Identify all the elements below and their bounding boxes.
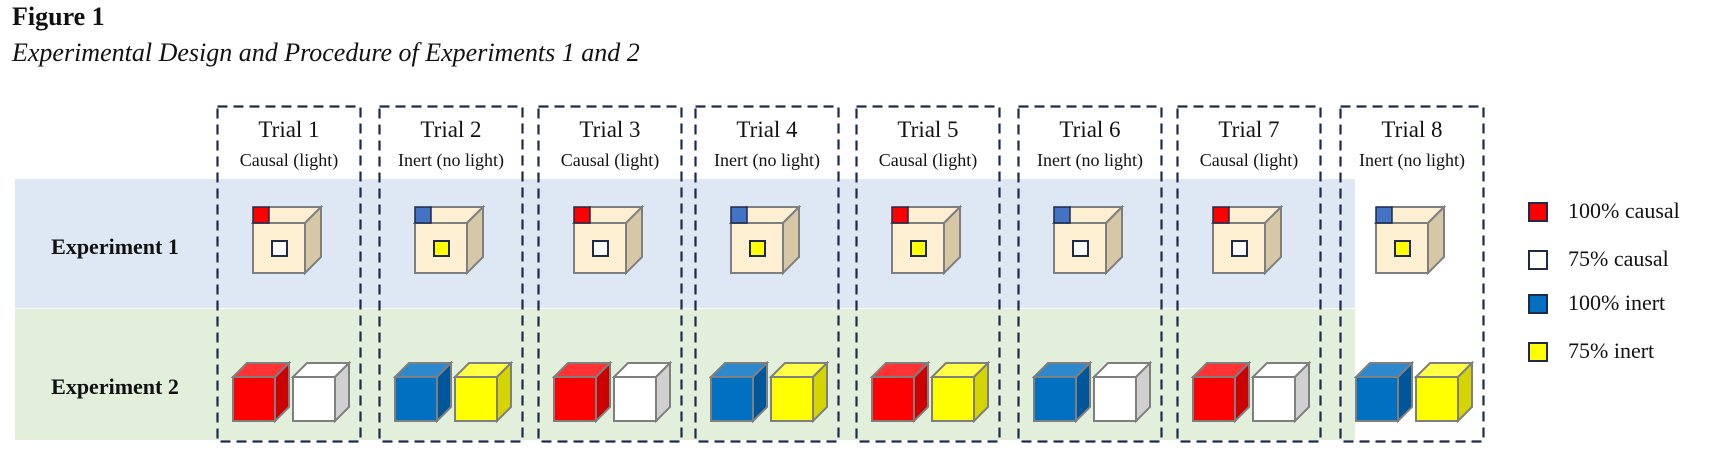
block-yellow <box>749 240 766 257</box>
indicator-light-blue <box>1053 206 1071 224</box>
trial-column-7: Trial 7 Causal (light) <box>1176 105 1322 443</box>
trial-title: Trial 7 <box>1218 117 1280 142</box>
trial-type: Inert (no light) <box>714 150 820 170</box>
indicator-light-blue <box>414 206 432 224</box>
cube-white <box>1250 361 1311 424</box>
block-yellow <box>1394 240 1411 257</box>
block-white <box>1231 240 1248 257</box>
cube-pair <box>1191 361 1311 424</box>
light-box-icon <box>890 205 963 276</box>
trial-title: Trial 6 <box>1059 117 1121 142</box>
block-white <box>1072 240 1089 257</box>
indicator-light-blue <box>730 206 748 224</box>
cube-red <box>1191 361 1252 424</box>
trial-dashed-border <box>1339 105 1485 443</box>
cube-pair <box>393 361 513 424</box>
trial-dashed-border <box>1176 105 1322 443</box>
legend-swatch-white <box>1528 250 1548 270</box>
cube-blue <box>1354 361 1415 424</box>
block-yellow <box>433 240 450 257</box>
trial-dashed-border <box>1017 105 1163 443</box>
cube-blue <box>1032 361 1093 424</box>
cube-blue <box>709 361 770 424</box>
block-white <box>592 240 609 257</box>
cube-yellow <box>768 361 829 424</box>
legend-swatch-blue <box>1528 294 1548 314</box>
cube-red <box>870 361 931 424</box>
trial-type: Causal (light) <box>878 150 978 170</box>
trial-column-1: Trial 1 Causal (light) <box>216 105 362 443</box>
cube-white <box>290 361 351 424</box>
trial-title: Trial 1 <box>258 117 320 142</box>
indicator-light-red <box>891 206 909 224</box>
trial-title: Trial 3 <box>579 117 641 142</box>
cube-pair <box>552 361 672 424</box>
indicator-light-red <box>252 206 270 224</box>
trial-column-3: Trial 3 Causal (light) <box>537 105 683 443</box>
trial-type: Inert (no light) <box>1359 150 1465 170</box>
indicator-light-blue <box>1375 206 1393 224</box>
legend-label: 75% inert <box>1568 338 1655 363</box>
cube-pair <box>709 361 829 424</box>
indicator-light-red <box>573 206 591 224</box>
trial-title: Trial 2 <box>420 117 482 142</box>
light-box-icon <box>729 205 802 276</box>
cube-pair <box>1032 361 1152 424</box>
legend-swatch-yellow <box>1528 342 1548 362</box>
cube-white <box>1091 361 1152 424</box>
trial-dashed-border <box>855 105 1001 443</box>
experiment-2-label: Experiment 2 <box>51 374 179 399</box>
cube-white <box>611 361 672 424</box>
trial-title: Trial 8 <box>1381 117 1443 142</box>
light-box-icon <box>1211 205 1284 276</box>
block-yellow <box>910 240 927 257</box>
trial-column-4: Trial 4 Inert (no light) <box>694 105 840 443</box>
cube-pair <box>1354 361 1474 424</box>
light-box-icon <box>251 205 324 276</box>
trial-dashed-border <box>537 105 683 443</box>
cube-yellow <box>452 361 513 424</box>
figure-label: Figure 1 <box>12 2 105 31</box>
trial-dashed-border <box>216 105 362 443</box>
legend-label: 100% causal <box>1568 198 1680 223</box>
block-white <box>271 240 288 257</box>
cube-pair <box>231 361 351 424</box>
experiment-1-band <box>15 179 1355 308</box>
light-box-icon <box>572 205 645 276</box>
legend-label: 75% causal <box>1568 246 1669 271</box>
trial-title: Trial 4 <box>736 117 798 142</box>
trial-dashed-border <box>378 105 524 443</box>
legend-swatch-red <box>1528 202 1548 222</box>
trial-type: Causal (light) <box>1199 150 1299 170</box>
cube-yellow <box>929 361 990 424</box>
trial-column-2: Trial 2 Inert (no light) <box>378 105 524 443</box>
indicator-light-red <box>1212 206 1230 224</box>
trial-type: Inert (no light) <box>1037 150 1143 170</box>
experiment-1-label: Experiment 1 <box>51 234 179 259</box>
trial-type: Causal (light) <box>239 150 339 170</box>
cube-red <box>231 361 292 424</box>
trial-type: Causal (light) <box>560 150 660 170</box>
figure-caption: Experimental Design and Procedure of Exp… <box>12 38 640 67</box>
cube-yellow <box>1413 361 1474 424</box>
cube-pair <box>870 361 990 424</box>
trial-column-8: Trial 8 Inert (no light) <box>1339 105 1485 443</box>
trial-column-6: Trial 6 Inert (no light) <box>1017 105 1163 443</box>
trial-title: Trial 5 <box>897 117 959 142</box>
light-box-icon <box>413 205 486 276</box>
legend-label: 100% inert <box>1568 290 1666 315</box>
trial-dashed-border <box>694 105 840 443</box>
light-box-icon <box>1052 205 1125 276</box>
light-box-icon <box>1374 205 1447 276</box>
trial-column-5: Trial 5 Causal (light) <box>855 105 1001 443</box>
cube-red <box>552 361 613 424</box>
trial-type: Inert (no light) <box>398 150 504 170</box>
cube-blue <box>393 361 454 424</box>
